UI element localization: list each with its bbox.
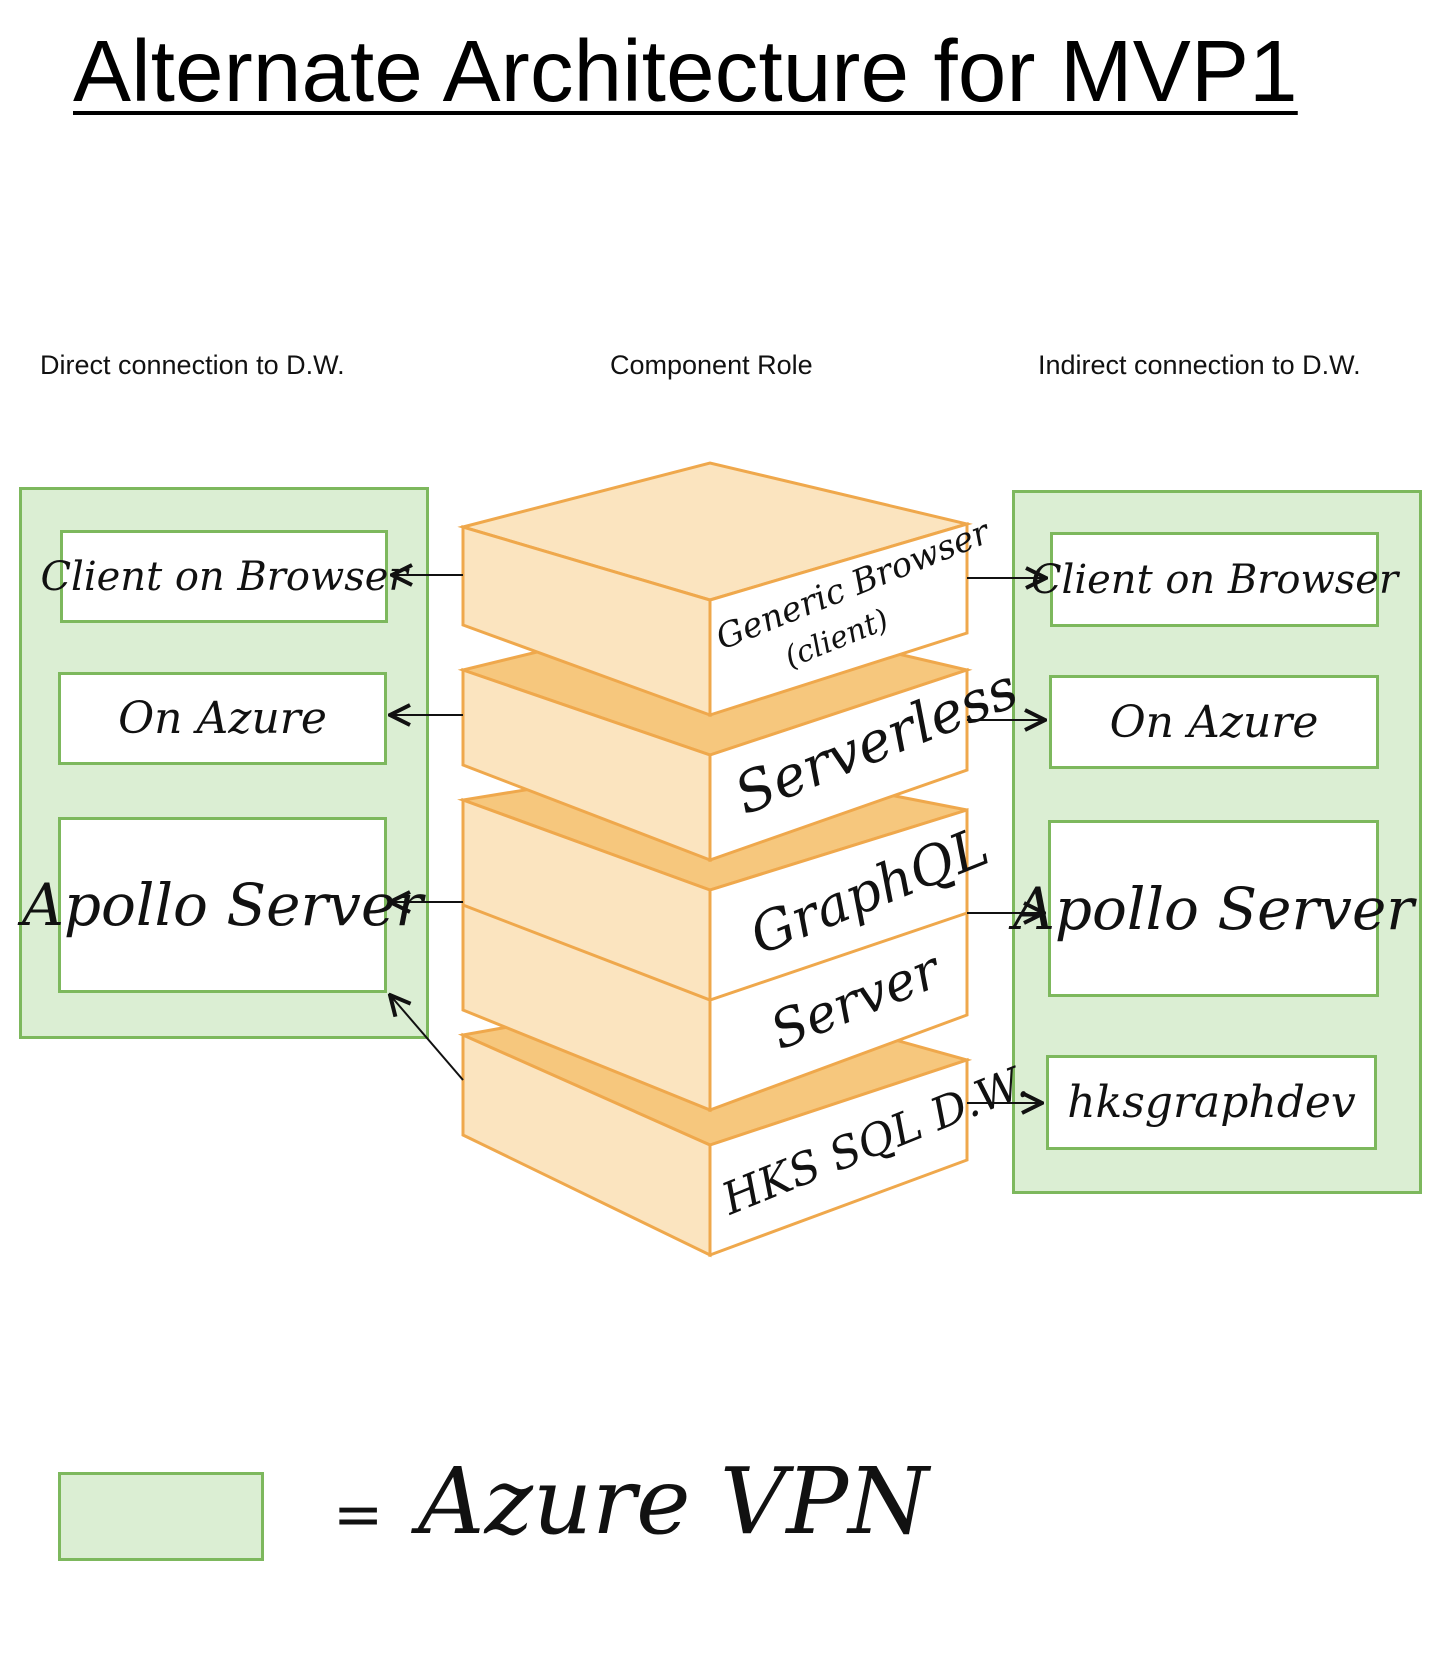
left-on-azure-box: On Azure	[58, 672, 387, 765]
diagram-title: Alternate Architecture for MVP1	[73, 23, 1298, 120]
right-client-on-browser-box: Client on Browser	[1031, 532, 1398, 627]
arrow-hks-to-left-apollo	[390, 995, 464, 1081]
legend-equals-sign: =	[333, 1480, 384, 1550]
left-client-on-browser-box: Client on Browser	[40, 530, 408, 623]
legend-azure-vpn-swatch	[58, 1472, 264, 1561]
stack-layer-generic-browser	[457, 461, 973, 718]
right-hksgraphdev-box: hksgraphdev	[1046, 1055, 1377, 1150]
right-apollo-server-box: Apollo Server	[1013, 820, 1414, 997]
right-on-azure-box: On Azure	[1049, 675, 1379, 769]
left-apollo-server-box: Apollo Server	[22, 817, 423, 993]
left-column-label: Direct connection to D.W.	[40, 350, 345, 380]
legend-azure-vpn-label: Azure VPN	[418, 1448, 929, 1555]
right-column-label: Indirect connection to D.W.	[1038, 350, 1361, 380]
middle-column-label: Component Role	[610, 350, 813, 380]
